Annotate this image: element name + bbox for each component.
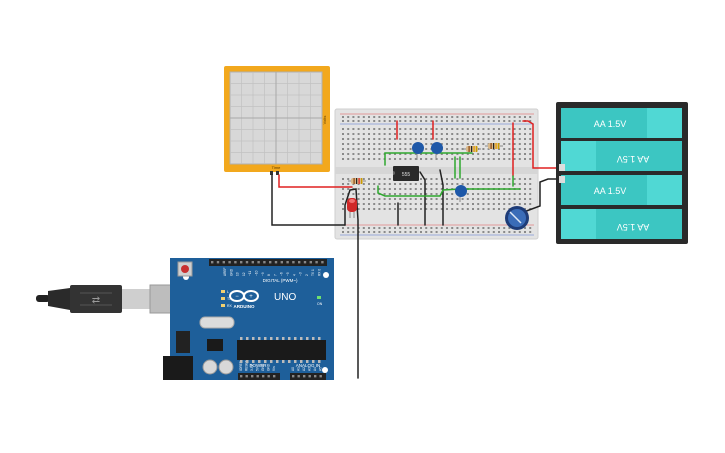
pin-label: A5 <box>319 367 323 371</box>
ic-555-label: 555 <box>402 172 411 178</box>
svg-text:+: + <box>249 294 253 300</box>
digital-pins[interactable] <box>211 261 324 264</box>
analog-header-label: ANALOG IN <box>296 363 321 368</box>
pin-label: Vin <box>272 366 276 371</box>
capacitor-3[interactable] <box>455 185 467 202</box>
pin-label: 2 <box>305 274 309 276</box>
wire-black-chip-2[interactable] <box>439 169 444 226</box>
oscilloscope-volts-label: Volts <box>322 116 327 125</box>
pin-label: A1 <box>297 367 301 371</box>
pin-label: ~10 <box>255 270 259 276</box>
battery-cell-3[interactable]: AA 1.5V <box>561 175 682 205</box>
pin-label: GND <box>261 363 265 371</box>
pin-label: 3.3V <box>250 364 254 371</box>
arduino-status-leds: L TX RX ON <box>221 290 323 308</box>
pin-label: 8 <box>267 274 271 276</box>
power-header[interactable] <box>238 373 280 380</box>
potentiometer[interactable] <box>505 206 529 230</box>
pin-label: RX 0 <box>318 269 322 276</box>
pin-label: A4 <box>313 367 317 371</box>
arduino-logo: − + <box>229 290 259 302</box>
battery-cell-4-label: AA 1.5V <box>617 222 650 232</box>
pin-label: ~3 <box>299 272 303 276</box>
power-pins[interactable] <box>240 375 322 378</box>
pin-label: AREF <box>223 267 227 276</box>
pin-label: IOREF <box>239 361 243 371</box>
wire-red-scope[interactable] <box>278 174 353 188</box>
oscilloscope-probe-neg[interactable] <box>270 171 273 175</box>
pin-label: RESET <box>245 360 249 371</box>
svg-text:ON: ON <box>317 302 323 306</box>
power-header-label: POWER <box>249 363 267 368</box>
dc-power-jack[interactable] <box>163 356 193 380</box>
battery-cell-1-label: AA 1.5V <box>594 119 627 129</box>
oscilloscope[interactable]: Volts Time <box>224 66 330 175</box>
analog-header[interactable] <box>290 373 326 380</box>
arduino-capacitor-2 <box>218 359 234 375</box>
wire-black-arduino[interactable] <box>344 188 359 379</box>
battery-cell-4[interactable]: AA 1.5V <box>561 209 682 239</box>
pin-label: 4 <box>292 274 296 276</box>
pin-label: ~11 <box>248 271 252 276</box>
wire-black-chip[interactable] <box>419 171 426 226</box>
breadboard-holes[interactable] <box>342 116 532 233</box>
pin-label: TX 1 <box>311 269 315 276</box>
wire-red-battery[interactable] <box>522 120 567 169</box>
battery-terminal-pos[interactable] <box>559 164 565 171</box>
ic-555-chip[interactable]: 555 <box>393 166 419 181</box>
arduino-capacitor-1 <box>202 359 218 375</box>
pin-label: GND <box>229 268 233 276</box>
svg-text:−: − <box>235 294 239 300</box>
voltage-regulator <box>176 331 190 353</box>
pin-label: A0 <box>291 367 295 371</box>
pin-label: 12 <box>242 272 246 276</box>
capacitor-1[interactable] <box>412 142 424 160</box>
digital-header[interactable] <box>209 259 327 266</box>
usb-icon: ⇄ <box>92 295 100 306</box>
svg-text:TX: TX <box>227 297 232 301</box>
atmega-chip-legs <box>240 337 321 363</box>
red-led[interactable] <box>347 198 357 218</box>
pin-label: 13 <box>236 272 240 276</box>
usb-cable[interactable]: ⇄ <box>36 284 173 314</box>
digital-header-label: DIGITAL (PWM~) <box>263 278 298 283</box>
battery-cell-2-label: AA 1.5V <box>617 154 650 164</box>
pin-label: GND <box>267 363 271 371</box>
arduino-usb-chip <box>207 339 223 351</box>
wire-black-battery[interactable] <box>520 178 567 214</box>
wire-black-scope-gnd[interactable] <box>271 174 346 226</box>
wire-green-1[interactable] <box>384 152 473 166</box>
battery-pack[interactable]: AA 1.5V AA 1.5V AA 1.5V AA 1.5V <box>556 102 688 244</box>
pin-label: ~5 <box>286 272 290 276</box>
battery-terminal-neg[interactable] <box>559 176 565 183</box>
pin-label: ~6 <box>280 272 284 276</box>
svg-text:L: L <box>227 290 229 294</box>
battery-cell-2[interactable]: AA 1.5V <box>561 141 682 171</box>
arduino-model: UNO <box>274 292 296 303</box>
resistor-3[interactable] <box>485 143 503 149</box>
pin-label: 7 <box>273 274 277 276</box>
resistor-1[interactable] <box>348 178 366 184</box>
pin-label: 5V <box>256 366 260 371</box>
oscilloscope-probe-pos[interactable] <box>276 171 279 175</box>
pin-label: A2 <box>302 367 306 371</box>
arduino-brand: ARDUINO <box>234 304 255 309</box>
breadboard[interactable] <box>334 108 539 240</box>
atmega-chip <box>237 340 326 360</box>
arduino-crystal <box>199 316 235 329</box>
pin-label: A3 <box>308 367 312 371</box>
resistor-2[interactable] <box>463 146 481 152</box>
battery-cell-1[interactable]: AA 1.5V <box>561 108 682 138</box>
oscilloscope-time-label: Time <box>272 165 282 170</box>
pin-label: ~9 <box>261 272 265 276</box>
svg-text:RX: RX <box>227 304 233 308</box>
capacitor-2[interactable] <box>431 142 443 160</box>
arduino-reset-button[interactable] <box>177 261 193 277</box>
battery-cell-3-label: AA 1.5V <box>594 186 627 196</box>
